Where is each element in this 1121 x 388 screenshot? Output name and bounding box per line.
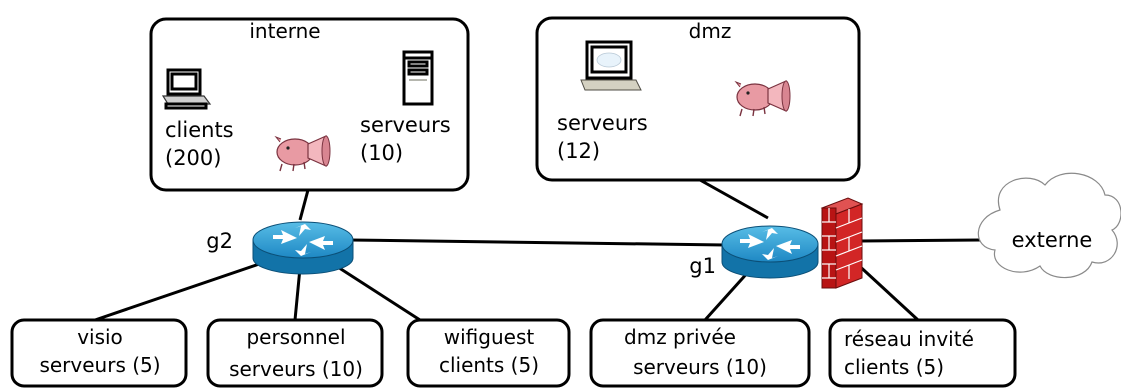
link-firewall-reseau-invite	[853, 260, 920, 322]
subnet-dmz-privee: dmz privée serveurs (10)	[589, 318, 811, 388]
server-tower-icon	[402, 50, 434, 106]
link-g2-g1	[349, 238, 726, 247]
router-g1-label: g1	[689, 254, 716, 278]
honeypot-pig-icon	[274, 135, 331, 172]
clients-count: (200)	[165, 146, 221, 170]
subnet-visio-name: visio	[77, 325, 123, 349]
subnet-reseau-invite: réseau invité clients (5)	[828, 318, 1017, 388]
subnet-personnel-detail: serveurs (10)	[229, 357, 363, 381]
client-computer-icon	[161, 68, 212, 110]
link-g2-visio	[94, 260, 266, 322]
subnet-reseau-invite-name: réseau invité	[844, 327, 974, 351]
router-g2-label: g2	[206, 229, 233, 253]
subnet-personnel-name: personnel	[246, 325, 345, 349]
link-firewall-externe	[859, 238, 981, 243]
servers-count: (10)	[360, 141, 403, 165]
external-label: externe	[1012, 228, 1093, 252]
subnet-visio-detail: serveurs (5)	[39, 353, 160, 377]
subnet-wifiguest-name: wifiguest	[444, 325, 535, 349]
subnet-wifiguest: wifiguest clients (5)	[406, 318, 571, 388]
subnet-reseau-invite-detail: clients (5)	[844, 355, 944, 379]
link-interne-g2	[298, 189, 310, 221]
zone-interne: interne clients (200) serveurs (10)	[149, 17, 470, 192]
firewall-icon	[820, 197, 864, 289]
subnet-dmz-privee-detail: serveurs (10)	[633, 355, 767, 379]
zone-interne-title: interne	[249, 19, 320, 43]
subnet-wifiguest-detail: clients (5)	[439, 353, 539, 377]
link-g2-personnel	[293, 267, 302, 321]
zone-dmz: dmz serveurs (12)	[535, 16, 861, 182]
honeypot-pig-icon	[734, 80, 791, 117]
subnet-dmz-privee-name: dmz privée	[624, 325, 736, 349]
router-g2-icon	[252, 221, 354, 275]
dmz-servers-count: (12)	[557, 139, 600, 163]
web-server-icon	[580, 40, 642, 91]
network-links	[94, 178, 981, 322]
zone-dmz-title: dmz	[689, 19, 732, 43]
servers-label: serveurs	[360, 113, 451, 137]
router-g1-icon	[721, 225, 819, 279]
external-cloud-icon	[977, 172, 1121, 279]
dmz-servers-label: serveurs	[557, 111, 648, 135]
clients-label: clients	[165, 118, 234, 142]
subnet-personnel: personnel serveurs (10)	[206, 318, 384, 388]
link-g1-dmz-privee	[703, 268, 752, 322]
link-g2-wifiguest	[329, 260, 421, 322]
subnet-visio: visio serveurs (5)	[10, 318, 188, 388]
link-dmz-g1	[699, 178, 769, 220]
